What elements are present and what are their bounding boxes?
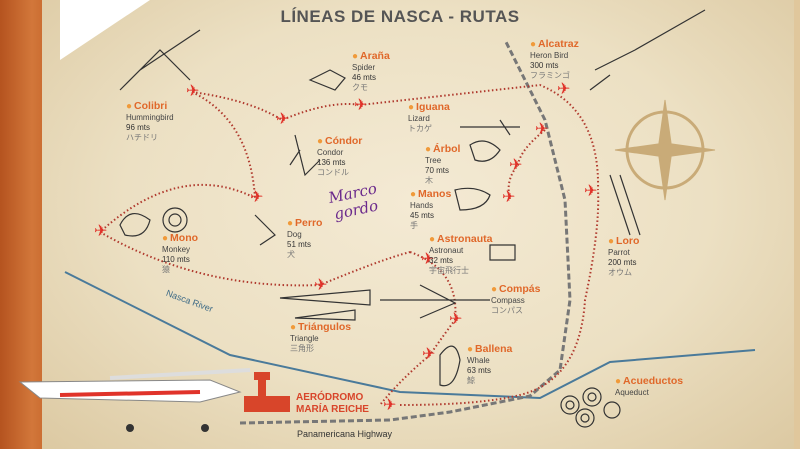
condor-glyph [289,134,321,177]
pin-icon: ● [491,284,498,295]
lizard-glyph [460,119,520,136]
pin-icon: ● [162,233,169,244]
hands-glyph [454,187,491,211]
plane-marker: ✈ [535,121,549,138]
compass-glyph [380,284,490,319]
pin-icon: ● [290,322,297,333]
flight-routes [99,83,600,406]
tree-glyph [469,140,501,162]
highway-label: Panamericana Highway [297,429,393,439]
plane-marker: ✈ [354,97,368,114]
parrot-glyph [609,174,641,236]
plane-marker: ✈ [421,251,435,268]
airplane-illustration [18,368,251,432]
pin-icon: ● [352,51,359,62]
compass-rose-icon [614,99,716,201]
pin-icon: ● [425,144,432,155]
plane-marker: ✈ [94,223,108,240]
aqueduct-spirals [560,387,621,428]
pin-icon: ● [410,189,417,200]
paper-corner [60,0,150,60]
plane-marker: ✈ [250,189,264,206]
pin-icon: ● [530,39,537,50]
plane-marker: ✈ [584,183,598,200]
heron-glyph [589,9,706,91]
hummingbird-glyph [119,29,201,91]
plane-marker: ✈ [314,277,328,294]
pin-icon: ● [287,218,294,229]
dog-glyph [254,214,276,246]
astronaut-glyph [489,244,516,261]
plane-marker: ✈ [502,189,516,206]
plane-marker: ✈ [276,111,290,128]
spider-glyph [308,69,346,91]
plane-marker: ✈ [509,157,523,174]
nasca-river [64,271,756,400]
pin-icon: ● [408,102,415,113]
plane-marker: ✈ [186,83,200,100]
triangles-glyph [279,289,371,321]
pin-icon: ● [467,344,474,355]
plane-marker: ✈ [557,81,571,98]
pin-icon: ● [608,236,615,247]
pin-icon: ● [126,101,133,112]
pin-icon: ● [615,376,622,387]
plane-marker: ✈ [383,397,397,414]
whale-glyph [439,345,461,387]
monkey-glyph [119,213,151,237]
plane-marker: ✈ [422,346,436,363]
nasca-glyphs [119,9,706,428]
control-tower-icon [244,372,290,412]
plane-marker: ✈ [449,311,463,328]
pin-icon: ● [429,234,436,245]
pin-icon: ● [317,136,324,147]
map-title: LÍNEAS DE NASCA - RUTAS [280,7,520,26]
